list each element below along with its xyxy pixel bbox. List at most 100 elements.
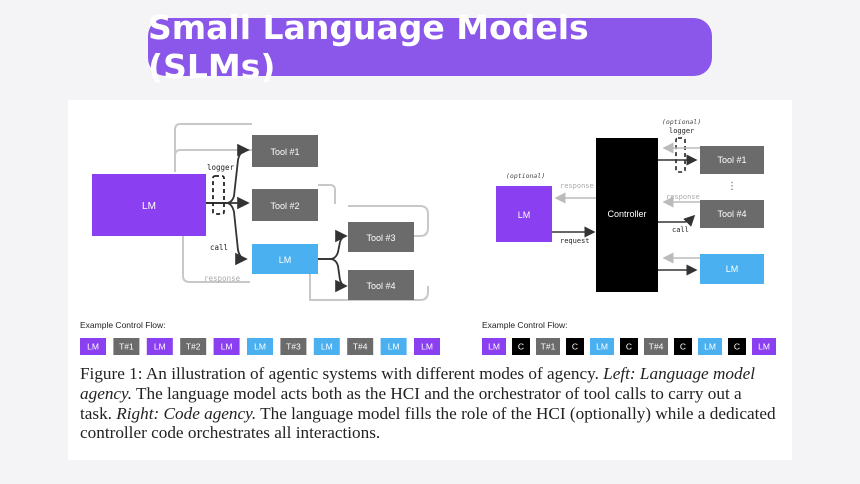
right-flow-chip-label: LM xyxy=(488,342,500,352)
right-flow-chip xyxy=(590,338,614,355)
loop-tool2 xyxy=(318,184,336,204)
call-label: call xyxy=(210,243,228,252)
right-response-label: response xyxy=(560,182,594,190)
right-flow-chip xyxy=(566,338,584,355)
caption-line-4: controller code orchestrates all interac… xyxy=(80,423,381,443)
right-lm-box xyxy=(496,186,552,242)
right-response2-label: response xyxy=(666,193,700,201)
loop-response xyxy=(182,236,250,283)
tool4-box xyxy=(348,270,414,300)
caption-italic: agency. xyxy=(80,383,133,403)
left-flow-chip xyxy=(414,338,440,355)
caption-text: The language model acts both as the HCI … xyxy=(132,383,742,403)
tool1-box xyxy=(252,135,318,167)
caption-text: Figure 1: An illustration of agentic sys… xyxy=(80,364,604,383)
right-flow-chip-label: C xyxy=(626,342,632,352)
right-logger-label: logger xyxy=(669,127,694,135)
right-flow-chip xyxy=(536,338,560,355)
arrow-r-tool4 xyxy=(658,214,696,227)
left-flow-chip-label: LM xyxy=(388,342,400,352)
caption-italic: Left: Language model xyxy=(603,364,755,383)
left-flow-chip-label: LM xyxy=(421,342,433,352)
right-lm2-label: LM xyxy=(726,264,739,274)
right-flow-chip xyxy=(644,338,668,355)
loop-top xyxy=(174,123,252,172)
caption-italic: Right: Code agency. xyxy=(116,403,257,423)
tool2-box xyxy=(252,189,318,221)
left-flow-chip xyxy=(247,338,273,355)
left-flow-chip-label: LM xyxy=(221,342,233,352)
left-diagram: LM logger call response Tool #1 Tool #2 … xyxy=(80,123,440,355)
caption-text: The language model fills the role of the… xyxy=(256,403,776,423)
right-flow-chip xyxy=(752,338,776,355)
tool3-label: Tool #3 xyxy=(366,233,395,243)
left-flow-chip-label: T#1 xyxy=(119,342,134,352)
right-tool1-box xyxy=(700,146,764,174)
right-flow-label: Example Control Flow: xyxy=(482,320,568,330)
optional-lm-label: (optional) xyxy=(506,172,545,180)
controller-box xyxy=(596,138,658,292)
right-flow-chip-label: LM xyxy=(704,342,716,352)
request-label: request xyxy=(560,237,590,245)
left-flow-chip-label: LM xyxy=(254,342,266,352)
arrow-to-tool4 xyxy=(318,258,348,293)
caption-line-1: Figure 1: An illustration of agentic sys… xyxy=(80,364,755,383)
left-flow-chip xyxy=(113,338,140,355)
right-dots: ⋮ xyxy=(727,181,737,192)
figure-caption: Figure 1: An illustration of agentic sys… xyxy=(80,364,792,443)
left-flow-chip xyxy=(213,338,240,355)
arrow-to-lm2 xyxy=(206,202,248,266)
right-flow-chip-label: T#1 xyxy=(541,342,556,352)
response-label: response xyxy=(204,274,241,283)
right-diagram: (optional) LM response request Controlle… xyxy=(482,118,776,355)
loop-tool3 xyxy=(348,205,429,237)
right-tool4-label: Tool #4 xyxy=(717,209,746,219)
optional-logger-label: (optional) xyxy=(662,118,701,126)
right-flow-chip xyxy=(728,338,746,355)
right-tool4-box xyxy=(700,200,764,228)
left-flow-chip xyxy=(280,338,307,355)
right-flow-chip-label: C xyxy=(680,342,686,352)
tool2-label: Tool #2 xyxy=(270,201,299,211)
left-flow-chip-label: LM xyxy=(87,342,99,352)
right-flow-chip xyxy=(620,338,638,355)
caption-line-3: task. Right: Code agency. The language m… xyxy=(80,404,776,423)
lm2-label: LM xyxy=(279,255,292,265)
left-flow-chip-label: LM xyxy=(321,342,333,352)
left-flow-chip xyxy=(146,338,173,355)
left-flow-chip-label: T#2 xyxy=(186,342,201,352)
left-flow-chip xyxy=(380,338,407,355)
right-flow-chip-label: C xyxy=(734,342,740,352)
right-control-flow: LM C T#1 C LM C T#4 C LM C LM xyxy=(482,338,776,355)
right-flow-chip xyxy=(674,338,692,355)
right-flow-chip xyxy=(698,338,722,355)
left-flow-chip-label: T#3 xyxy=(286,342,301,352)
tool1-label: Tool #1 xyxy=(270,147,299,157)
right-flow-chip-label: T#4 xyxy=(649,342,664,352)
right-flow-chip-label: C xyxy=(572,342,578,352)
right-flow-chip-label: LM xyxy=(596,342,608,352)
left-control-flow: LM T#1 LM T#2 LM LM T#3 LM T#4 LM LM xyxy=(80,338,440,355)
lm-box xyxy=(92,174,206,236)
right-lm-label: LM xyxy=(518,210,531,220)
caption-text: task. xyxy=(80,403,117,423)
left-flow-chip-label: LM xyxy=(154,342,166,352)
arrow-to-tool3 xyxy=(318,229,348,260)
left-flow-chip-label: T#4 xyxy=(353,342,368,352)
left-flow-chip xyxy=(180,338,207,355)
right-tool1-label: Tool #1 xyxy=(717,155,746,165)
right-lm2-box xyxy=(700,254,764,284)
lm-label: LM xyxy=(142,201,156,212)
right-flow-chip xyxy=(482,338,506,355)
right-call-label: call xyxy=(672,226,689,234)
right-flow-chip-label: C xyxy=(518,342,524,352)
logger-label: logger xyxy=(207,163,235,172)
tool4-label: Tool #4 xyxy=(366,281,395,291)
logger-dashed-box xyxy=(212,175,225,215)
right-flow-chip xyxy=(512,338,530,355)
left-flow-chip xyxy=(347,338,374,355)
lm2-box xyxy=(252,244,318,274)
tool3-box xyxy=(348,222,414,252)
right-flow-chip-label: LM xyxy=(758,342,770,352)
